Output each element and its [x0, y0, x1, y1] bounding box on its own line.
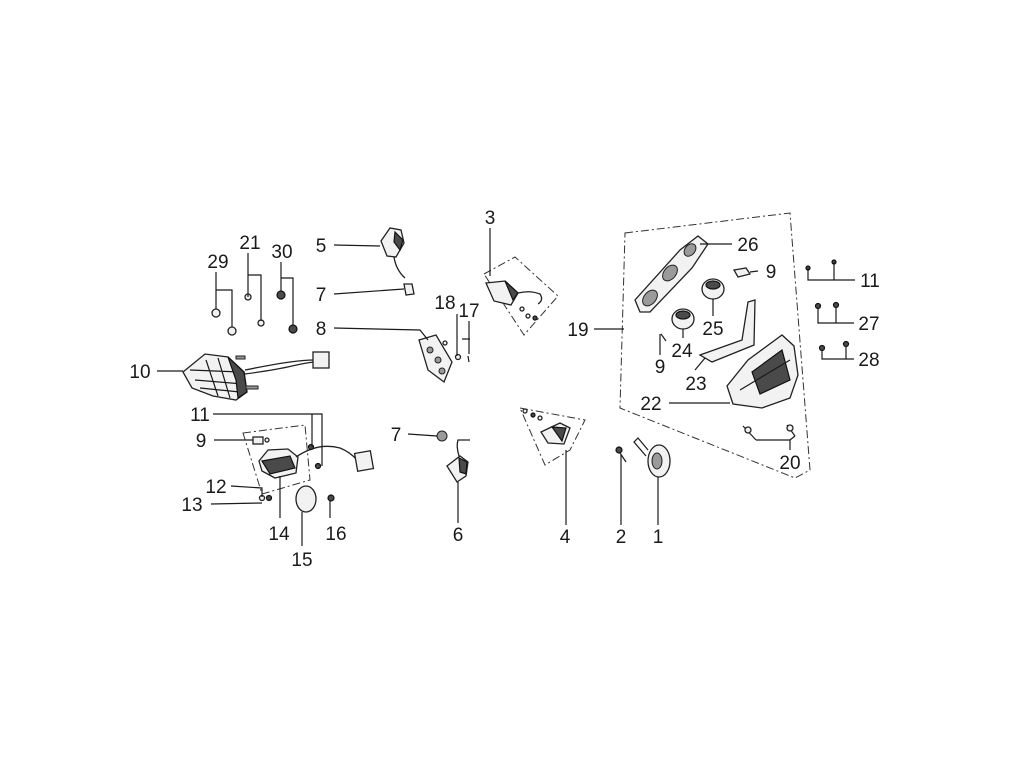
- washer-16: [327, 494, 335, 502]
- callout-14: 14: [268, 524, 290, 545]
- callout-28: 28: [858, 350, 879, 371]
- tail-light-assembly: [182, 351, 330, 401]
- callout-24: 24: [671, 341, 693, 362]
- callout-9-lower: 9: [196, 431, 207, 452]
- bulb-20: [742, 424, 796, 441]
- callout-1: 1: [653, 527, 664, 548]
- front-right-turn-signal-group-outline: [483, 256, 559, 336]
- nut-29: [211, 308, 237, 336]
- callout-12: 12: [205, 477, 226, 498]
- screws-11-upper: [805, 259, 837, 271]
- callout-11-upper: 11: [860, 271, 880, 292]
- callout-3: 3: [485, 208, 496, 229]
- callout-11-lower: 11: [190, 405, 210, 426]
- callout-15: 15: [291, 550, 312, 571]
- headlight-lens-22: [726, 334, 799, 409]
- bolt-2: [615, 446, 627, 463]
- horn-1: [633, 437, 671, 478]
- screw-12-13: [258, 494, 273, 502]
- callout-30: 30: [271, 242, 292, 263]
- callout-10: 10: [129, 362, 150, 383]
- callout-9-headlight: 9: [655, 357, 666, 378]
- screws-28: [818, 340, 850, 352]
- callout-23: 23: [685, 374, 706, 395]
- callout-18: 18: [434, 293, 455, 314]
- screws-11-lower: [307, 443, 322, 470]
- switch-plate-8: [418, 334, 453, 384]
- callout-16: 16: [325, 524, 346, 545]
- leader-lines: [157, 228, 855, 546]
- callout-20: 20: [779, 453, 800, 474]
- bulb-socket-24: [671, 308, 695, 330]
- license-plate-light-14: [258, 445, 375, 479]
- callout-27: 27: [858, 314, 879, 335]
- front-turn-signal-3: [485, 280, 543, 321]
- callout-19: 19: [567, 320, 588, 341]
- screws-27: [814, 301, 840, 310]
- bulb-socket-7-lower: [436, 430, 448, 442]
- callout-7-lower: 7: [391, 425, 402, 446]
- headlight-assembly-group-outline: [619, 212, 811, 479]
- bulb-socket-7-upper: [403, 283, 415, 296]
- bulb-socket-25: [701, 278, 725, 300]
- bulb-9-lower: [252, 436, 270, 445]
- callout-6: 6: [453, 525, 464, 546]
- callout-7-upper: 7: [316, 285, 327, 306]
- rear-turn-signal-4: [522, 408, 571, 445]
- rear-left-turn-signal-group-outline: [519, 407, 586, 466]
- callout-21: 21: [239, 233, 260, 254]
- screw-9-headlight: [660, 333, 667, 342]
- headlight-bracket-26: [634, 235, 709, 313]
- callout-17: 17: [458, 301, 479, 322]
- callout-5: 5: [316, 236, 327, 257]
- lens-15: [295, 485, 317, 513]
- headlight-mount-bracket-23: [698, 299, 756, 363]
- callout-9-upper: 9: [766, 262, 777, 283]
- front-turn-signal-5: [380, 227, 406, 279]
- grommet-30: [276, 290, 298, 334]
- bulb-9-upper: [732, 267, 752, 278]
- callout-labels: 1 2 3 4 5 6 7 7 8 9 9 9 10 11 11 12 13 1…: [129, 208, 879, 571]
- rear-turn-signal-6: [446, 439, 470, 483]
- callout-26: 26: [737, 235, 758, 256]
- callout-13: 13: [181, 495, 202, 516]
- callout-22: 22: [640, 394, 661, 415]
- callout-4: 4: [560, 527, 571, 548]
- callout-8: 8: [316, 319, 327, 340]
- callout-25: 25: [702, 319, 723, 340]
- license-plate-light-group-outline: [242, 424, 311, 495]
- callout-29: 29: [207, 252, 228, 273]
- callout-2: 2: [616, 527, 627, 548]
